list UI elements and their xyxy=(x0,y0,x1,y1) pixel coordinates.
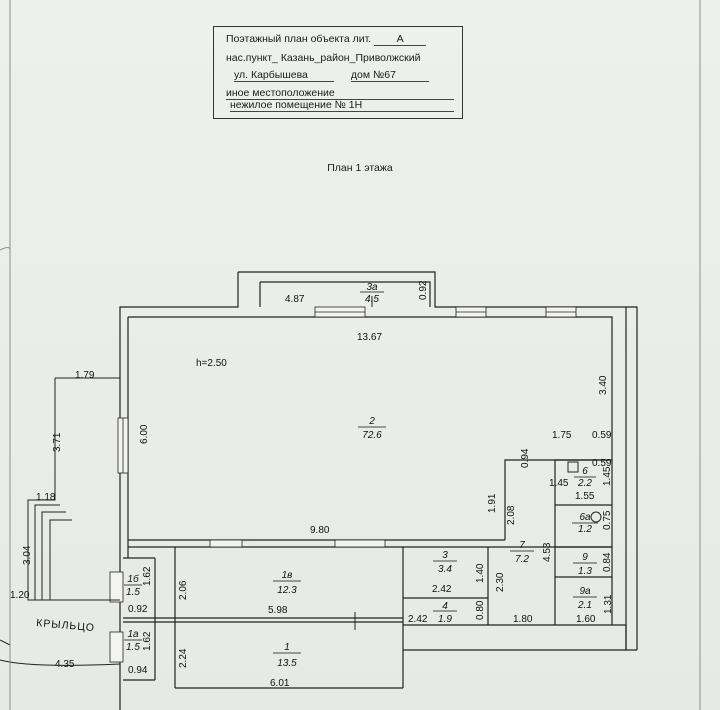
dim-1-45-v: 1.45 xyxy=(602,466,613,486)
dim-0-84: 0.84 xyxy=(602,552,613,572)
dim-3-71: 3.71 xyxy=(52,432,63,452)
room-1v-area: 12.3 xyxy=(277,585,297,596)
walls xyxy=(119,271,638,710)
stamp-premises: нежилое помещение № 1Н xyxy=(230,99,454,112)
dim-0-94: 0.94 xyxy=(520,448,531,468)
dim-1-31: 1.31 xyxy=(603,594,614,614)
ceiling-height: h=2.50 xyxy=(196,358,227,369)
dim-6-01: 6.01 xyxy=(270,678,290,689)
room-3-number: 3 xyxy=(442,550,448,561)
dim-0-59-top: 0.59 xyxy=(592,430,612,441)
room-6-number: 6 xyxy=(582,466,588,477)
room-3a-number: 3а xyxy=(366,282,378,293)
room-1-area: 13.5 xyxy=(277,658,297,669)
dim-2-30: 2.30 xyxy=(495,572,506,592)
dim-3-04: 3.04 xyxy=(22,545,33,565)
stamp-line-3: ул. Карбышева дом №67 xyxy=(234,69,429,82)
porch-steps xyxy=(0,377,121,666)
room-2-area: 72.6 xyxy=(362,430,382,441)
stamp-line-4: иное местоположение xyxy=(226,87,454,100)
dim-1-45: 1.45 xyxy=(549,478,569,489)
dim-1-20: 1.20 xyxy=(10,590,30,601)
dim-4-87: 4.87 xyxy=(285,294,305,305)
stamp-litera: А xyxy=(374,33,427,46)
room-9a-number: 9а xyxy=(579,586,591,597)
room-9-number: 9 xyxy=(582,552,588,563)
room-1a-number: 1а xyxy=(127,629,139,640)
dim-3-40: 3.40 xyxy=(598,375,609,395)
dim-9-80: 9.80 xyxy=(310,525,330,536)
dim-4-35: 4.35 xyxy=(55,659,75,670)
room-1b-number: 1б xyxy=(127,573,139,585)
windows xyxy=(109,306,577,663)
room-1a-area: 1.5 xyxy=(126,642,140,653)
dim-0-94-left: 0.94 xyxy=(128,665,148,676)
fixture-6 xyxy=(567,461,579,473)
room-1-number: 1 xyxy=(284,642,290,653)
stamp-line-5: нежилое помещение № 1Н xyxy=(230,99,454,112)
stamp-street: ул. Карбышева xyxy=(234,69,334,82)
dim-1-40: 1.40 xyxy=(475,563,486,583)
dim-1-75: 1.75 xyxy=(552,430,572,441)
dim-0-80: 0.80 xyxy=(475,600,486,620)
dim-1-18: 1.18 xyxy=(36,492,56,503)
stamp-house: дом №67 xyxy=(350,69,429,82)
stamp-line-1: Поэтажный план объекта лит. А xyxy=(226,33,427,46)
dim-1-91: 1.91 xyxy=(487,493,498,513)
porch-label: КРЫЛЬЦО xyxy=(36,617,96,634)
stamp-object-label: Поэтажный план объекта лит. xyxy=(226,33,372,45)
dim-6-00: 6.00 xyxy=(139,424,150,444)
stamp-line-2: нас.пункт_ Казань_район_Приволжский xyxy=(226,52,421,64)
room-9-area: 1.3 xyxy=(578,566,592,577)
room-4-area: 1.9 xyxy=(438,614,452,625)
dim-0-92: 0.92 xyxy=(418,280,429,300)
sheet-frame xyxy=(0,0,701,710)
room-1b-area: 1.5 xyxy=(126,587,140,598)
plan-title: План 1 этажа xyxy=(327,162,393,174)
door-swing-6a xyxy=(590,511,602,523)
dim-1-79: 1.79 xyxy=(75,370,95,381)
dim-1-55: 1.55 xyxy=(575,491,595,502)
dim-0-75: 0.75 xyxy=(602,510,613,530)
dim-1-62: 1.62 xyxy=(142,566,153,586)
dim-1-60: 1.60 xyxy=(576,614,596,625)
dim-0-92-left: 0.92 xyxy=(128,604,148,615)
title-stamp: Поэтажный план объекта лит. А нас.пункт_… xyxy=(213,26,463,119)
room-9a-area: 2.1 xyxy=(577,600,592,611)
stamp-other-location: иное местоположение xyxy=(226,87,454,100)
room-6a-area: 1.2 xyxy=(578,524,592,535)
room-3-area: 3.4 xyxy=(438,564,452,575)
room-1v-number: 1в xyxy=(282,570,293,581)
room-7-number: 7 xyxy=(519,540,525,551)
dim-1-80: 1.80 xyxy=(513,614,533,625)
room-7-area: 7.2 xyxy=(515,554,529,565)
dim-5-98: 5.98 xyxy=(268,605,288,616)
dim-2-08: 2.08 xyxy=(506,505,517,525)
dim-2-42-bottom: 2.42 xyxy=(408,614,428,625)
room-6a-number: 6а xyxy=(579,512,591,523)
room-3a-area: 4.5 xyxy=(365,294,379,305)
dim-2-06: 2.06 xyxy=(178,580,189,600)
dim-2-24: 2.24 xyxy=(178,648,189,668)
dim-1-62-lower: 1.62 xyxy=(142,631,153,651)
room-2-number: 2 xyxy=(368,416,375,427)
dim-4-53: 4.53 xyxy=(542,542,553,562)
room-4-number: 4 xyxy=(442,601,448,612)
dim-2-42: 2.42 xyxy=(432,584,452,595)
room-labels: 3а 4.5 2 72.6 6 2.2 6а 1.2 7 7.2 3 3.4 4… xyxy=(124,282,598,669)
dim-0-59: 0.59 xyxy=(592,458,612,469)
room-6-area: 2.2 xyxy=(577,478,592,489)
dimension-labels: 4.87 0.92 13.67 h=2.50 3.40 1.79 3.71 6.… xyxy=(10,280,614,689)
dim-13-67: 13.67 xyxy=(357,332,382,343)
